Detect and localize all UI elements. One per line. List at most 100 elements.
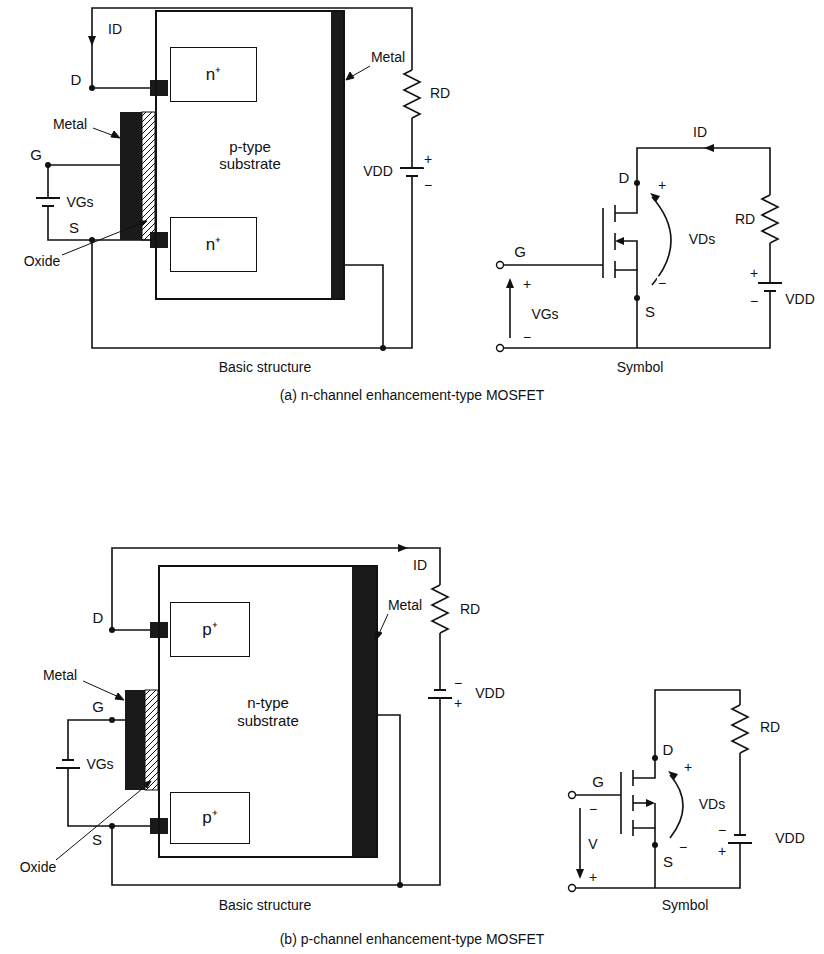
part-label: Metal — [42, 668, 78, 683]
part-label: Basic structure — [218, 898, 313, 913]
part-label: − — [657, 276, 667, 291]
part-label: Metal — [370, 50, 406, 65]
battery-symbol — [764, 290, 776, 292]
wire — [509, 284, 511, 338]
wire — [575, 843, 740, 888]
wire — [48, 206, 92, 240]
wire — [68, 720, 125, 760]
region-label: n-type substrate — [228, 694, 308, 729]
junction-dot — [45, 162, 51, 168]
part-label: RD — [759, 720, 781, 735]
wire — [670, 775, 683, 838]
terminal-name: S — [91, 832, 103, 849]
battery-symbol — [734, 834, 746, 836]
figure-caption: (a) n-channel enhancement-type MOSFET — [279, 388, 546, 403]
part-label: + — [588, 870, 598, 885]
part-label: − — [522, 330, 532, 345]
part-label: − — [453, 676, 463, 691]
wire — [112, 629, 150, 631]
part-label: Symbol — [661, 898, 710, 913]
terminal — [497, 262, 504, 352]
region-label: p⁺ — [202, 808, 217, 828]
terminal-name: S — [68, 220, 80, 237]
substrate-region: n-type substrate p⁺ p⁺ — [158, 565, 378, 858]
part-label: Basic structure — [218, 360, 313, 375]
resistor-symbol — [732, 705, 748, 753]
part-label: RD — [429, 86, 451, 101]
metal-contact — [352, 565, 376, 858]
battery-symbol — [400, 167, 424, 169]
terminal-name: D — [92, 610, 105, 627]
wire — [636, 298, 638, 348]
part-label: V — [587, 837, 598, 852]
part-label: + — [522, 277, 532, 292]
leader-line — [83, 681, 121, 698]
leader-line — [56, 614, 388, 860]
current-arrow — [398, 544, 408, 552]
battery-symbol — [728, 835, 752, 843]
resistor-symbol — [762, 195, 778, 243]
leader-line — [115, 693, 124, 700]
part-label: Oxide — [19, 860, 58, 875]
wire — [92, 8, 412, 88]
metal-contact — [150, 80, 168, 96]
leader-line — [139, 221, 147, 227]
wire — [503, 291, 770, 348]
terminal-name: S — [662, 854, 674, 871]
arrowhead — [668, 771, 678, 780]
part-label: VGs — [530, 307, 559, 322]
part-label: VDD — [774, 831, 806, 846]
part-label: − — [678, 840, 688, 855]
resistor-symbol — [432, 585, 448, 633]
junction-dot — [397, 882, 403, 888]
junction-dot — [109, 823, 115, 829]
doped-region: p⁺ — [170, 602, 250, 657]
wire — [633, 828, 655, 845]
battery-symbol — [758, 283, 782, 291]
leader-line — [111, 131, 120, 138]
wire — [637, 148, 770, 195]
metal-contact — [331, 10, 345, 300]
part-label: VDs — [688, 232, 716, 247]
terminal-name: D — [70, 72, 83, 89]
wire — [112, 548, 440, 630]
region-label: p-type substrate — [210, 138, 290, 173]
wire — [739, 753, 741, 835]
junction-dot — [380, 345, 386, 351]
part-label: Oxide — [23, 254, 62, 269]
wire — [655, 690, 740, 758]
wire — [92, 87, 150, 89]
terminal-name: S — [644, 304, 656, 321]
wire — [614, 233, 616, 250]
resistor-symbol — [404, 70, 420, 118]
wire — [503, 264, 603, 266]
part-label: ID — [107, 22, 123, 37]
battery-symbol — [728, 842, 752, 844]
doped-region: p⁺ — [170, 792, 250, 844]
leader-line — [56, 784, 148, 860]
arrowhead — [704, 144, 714, 152]
part-label: − — [423, 178, 433, 193]
wire — [439, 633, 441, 690]
part-label: ID — [692, 125, 708, 140]
region-label: n⁺ — [206, 65, 221, 85]
battery-symbol — [428, 697, 452, 699]
junction-dot — [634, 295, 640, 301]
terminal-name: G — [513, 244, 527, 261]
battery-symbol — [56, 690, 452, 768]
terminal — [497, 345, 504, 352]
part-label: VDD — [362, 164, 394, 179]
part-label: RD — [459, 602, 481, 617]
terminal-name: G — [29, 147, 43, 164]
part-label: + — [657, 178, 667, 193]
wire — [48, 164, 120, 166]
part-label: + — [749, 266, 759, 281]
battery-symbol — [406, 175, 418, 177]
battery-symbol — [62, 759, 74, 761]
wire — [615, 270, 637, 298]
part-label: VDs — [698, 797, 726, 812]
terminal — [569, 885, 576, 892]
battery-symbol — [56, 767, 80, 769]
wire — [623, 241, 637, 270]
wire — [575, 794, 621, 796]
